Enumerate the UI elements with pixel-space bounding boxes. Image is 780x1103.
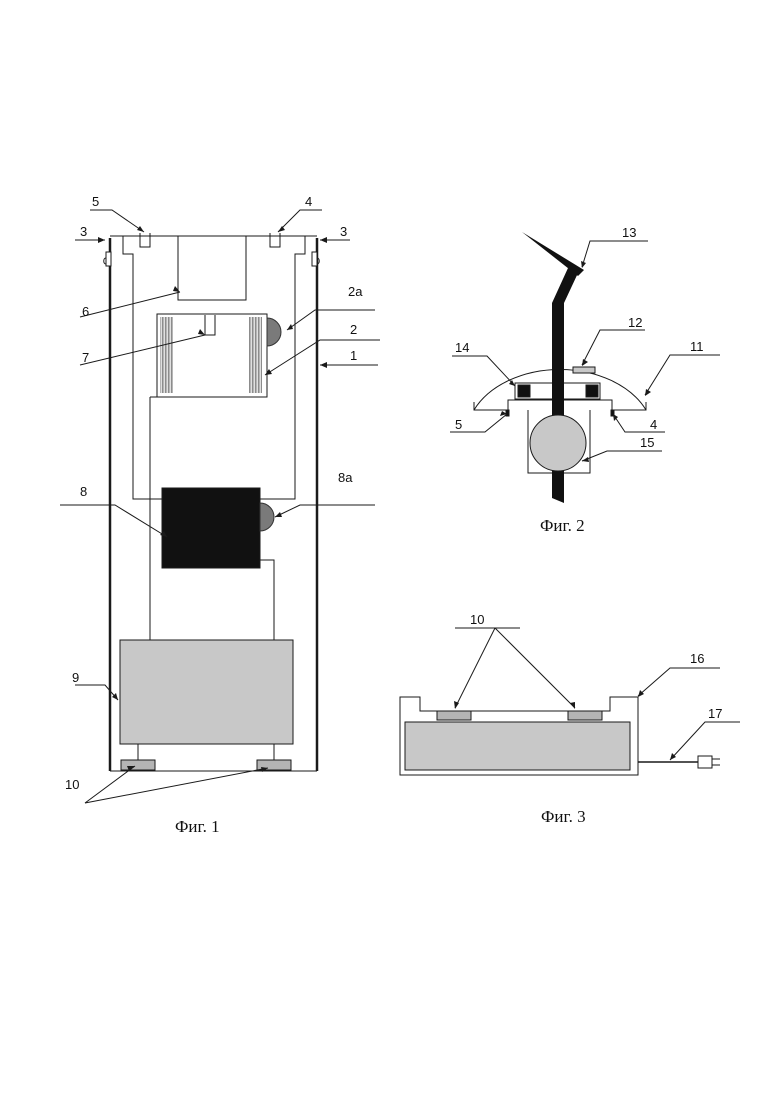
charger-core [405, 722, 630, 770]
fig2-leaders [450, 241, 720, 461]
needle-13 [522, 232, 584, 276]
knob-2a [267, 318, 281, 346]
block-2 [150, 314, 267, 620]
contact-3-left [104, 252, 111, 266]
label-9: 9 [72, 670, 79, 685]
block-6 [178, 236, 246, 300]
label-16: 16 [690, 651, 704, 666]
ball-15 [530, 415, 586, 471]
terminal-4 [270, 233, 280, 247]
contact-pad-left-10 [437, 711, 471, 720]
label-5: 5 [92, 194, 99, 209]
label-13: 13 [622, 225, 636, 240]
label-12: 12 [628, 315, 642, 330]
label-4-fig2: 4 [650, 417, 657, 432]
label-6: 6 [82, 304, 89, 319]
label-5-fig2: 5 [455, 417, 462, 432]
figure-2 [450, 232, 720, 503]
part-12 [573, 367, 595, 373]
block-8-wiring [150, 560, 274, 640]
contact-pad-right-10 [568, 711, 602, 720]
feet-10 [121, 744, 291, 770]
label-2: 2 [350, 322, 357, 337]
block-8 [162, 488, 260, 568]
label-8: 8 [80, 484, 87, 499]
terminal-5-fig2 [506, 410, 509, 416]
label-4: 4 [305, 194, 312, 209]
figure-3 [400, 628, 740, 775]
label-11: 11 [690, 339, 704, 354]
label-17: 17 [708, 706, 722, 721]
battery-9 [120, 640, 293, 744]
knob-8a [260, 503, 274, 531]
label-15: 15 [640, 435, 654, 450]
label-1: 1 [350, 348, 357, 363]
caption-fig-1: Фиг. 1 [175, 817, 220, 836]
label-3-right: 3 [340, 224, 347, 239]
label-2a: 2а [348, 284, 363, 299]
label-10: 10 [65, 777, 79, 792]
label-7: 7 [82, 350, 89, 365]
label-8a: 8а [338, 470, 353, 485]
terminal-5 [140, 233, 150, 247]
label-3-left: 3 [80, 224, 87, 239]
label-10-fig3: 10 [470, 612, 484, 627]
label-14: 14 [455, 340, 469, 355]
figure-1 [60, 210, 380, 803]
caption-fig-3: Фиг. 3 [541, 807, 586, 826]
plug-icon [698, 756, 720, 768]
caption-fig-2: Фиг. 2 [540, 516, 585, 535]
